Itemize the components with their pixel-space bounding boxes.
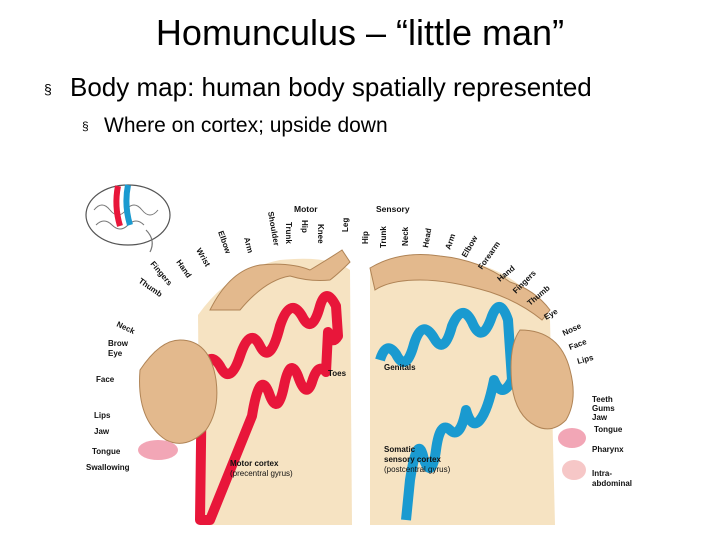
sensory-caption-sub: (postcentral gyrus) (384, 465, 451, 474)
sensory-label: Lips (576, 353, 595, 366)
sensory-label: Arm (443, 233, 457, 251)
motor-cortex-caption: Motor cortex (precentral gyrus) (230, 459, 293, 478)
motor-label: Eye (108, 349, 123, 358)
sensory-label: Head (421, 227, 433, 248)
motor-label: Brow (108, 339, 129, 348)
bullet-text: Where on cortex; upside down (104, 114, 388, 137)
sensory-cortex-caption: Somatic sensory cortex (postcentral gyru… (384, 445, 451, 474)
motor-label: Arm (242, 236, 255, 254)
bullet-marker: § (82, 119, 89, 134)
bullet-marker: § (44, 81, 52, 98)
sensory-label: Pharynx (592, 445, 624, 454)
bullet-text: Body map: human body spatially represent… (70, 72, 592, 102)
sensory-label: Elbow (460, 233, 480, 259)
motor-label: Trunk (284, 222, 293, 244)
motor-label: Lips (94, 411, 111, 420)
motor-label: Wrist (194, 247, 212, 269)
motor-cortex-section (195, 258, 352, 525)
motor-label: Thumb (137, 276, 164, 299)
sensory-caption-title-1: Somatic (384, 445, 416, 454)
sensory-label: Gums (592, 404, 615, 413)
motor-header: Motor (294, 204, 318, 214)
sensory-label: Face (568, 337, 589, 352)
motor-homunculus-body (138, 249, 351, 460)
motor-label: Hand (174, 258, 193, 280)
bullet-level-2: § Where on cortex; upside down (82, 114, 388, 138)
motor-label: Toes (328, 369, 347, 378)
motor-label: Jaw (94, 427, 110, 436)
motor-label: Shoulder (266, 211, 281, 247)
motor-label: Elbow (216, 230, 233, 256)
motor-label: Face (96, 375, 115, 384)
sensory-label: Forearm (476, 240, 502, 271)
sensory-homunculus-body (369, 254, 586, 480)
sensory-label: Nose (561, 321, 583, 338)
sensory-label: Teeth (592, 395, 613, 404)
homunculus-figure: Motor Sensory Toes Knee Hip Trunk Should… (85, 184, 632, 525)
sensory-header: Sensory (376, 204, 410, 214)
sensory-label: Tongue (594, 425, 623, 434)
sensory-label: Neck (401, 226, 410, 246)
sensory-label: Intra- (592, 469, 612, 478)
motor-caption-title: Motor cortex (230, 459, 279, 468)
motor-caption-sub: (precentral gyrus) (230, 469, 293, 478)
motor-label: Knee (316, 224, 325, 244)
motor-label: Swallowing (86, 463, 130, 472)
sensory-caption-title-2: sensory cortex (384, 455, 441, 464)
motor-label: Hip (300, 220, 309, 233)
sensory-label: Genitals (384, 363, 416, 372)
motor-label: Tongue (92, 447, 121, 456)
slide-title: Homunculus – “little man” (155, 12, 565, 53)
motor-label: Neck (115, 320, 137, 336)
brain-inset (85, 184, 171, 253)
sensory-label: Trunk (379, 226, 388, 248)
bullet-level-1: § Body map: human body spatially represen… (44, 72, 592, 103)
sensory-label: Hip (361, 231, 370, 244)
sensory-label: Jaw (592, 413, 608, 422)
sensory-label: abdominal (592, 479, 632, 488)
sensory-label: Leg (341, 218, 350, 232)
